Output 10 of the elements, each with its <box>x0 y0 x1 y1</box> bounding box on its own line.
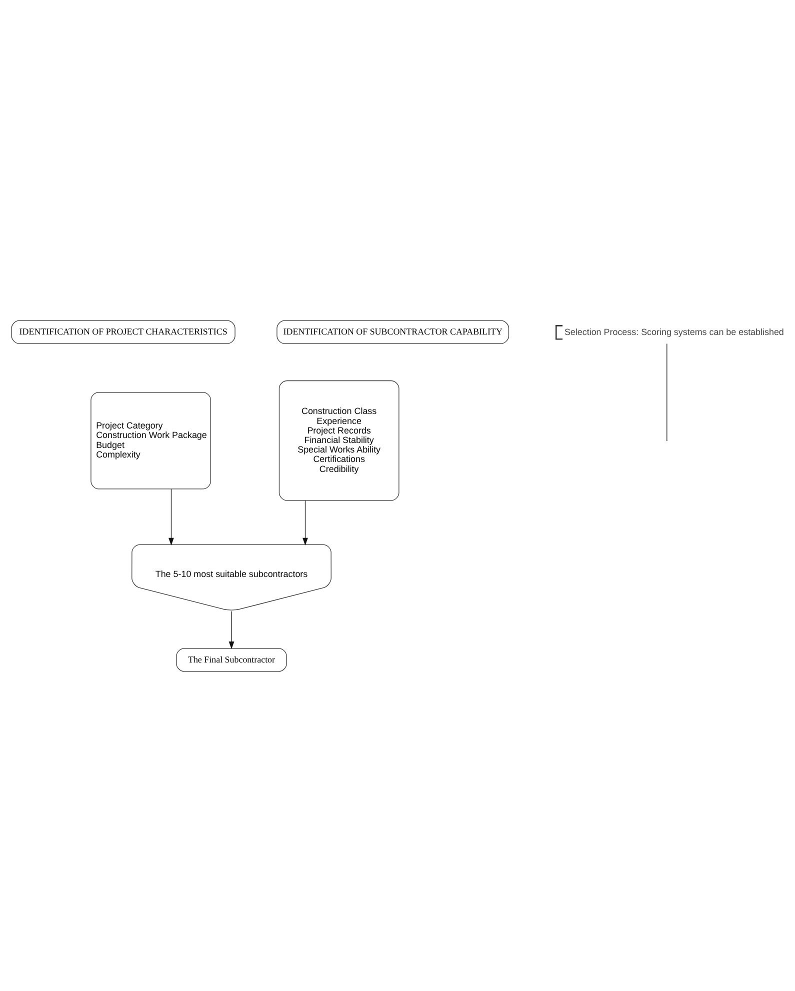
arrow <box>168 488 174 546</box>
connector <box>666 342 668 440</box>
node-box: IDENTIFICATION OF SUBCONTRACTOR CAPABILITY <box>276 320 510 344</box>
arrow <box>228 610 234 649</box>
node-box: IDENTIFICATION OF PROJECT CHARACTERISTICS <box>11 320 236 344</box>
node-box: Project Category Construction Work Package Budget Complexity <box>90 391 212 489</box>
node-box: Construction Class Experience Project Records Financial Stability Special Works Ability Certifications Credibility <box>278 380 400 500</box>
arrow <box>302 500 308 546</box>
node-box: The Final Subcontractor <box>176 648 287 672</box>
node-text: Selection Process: Scoring systems can be established <box>564 326 784 336</box>
